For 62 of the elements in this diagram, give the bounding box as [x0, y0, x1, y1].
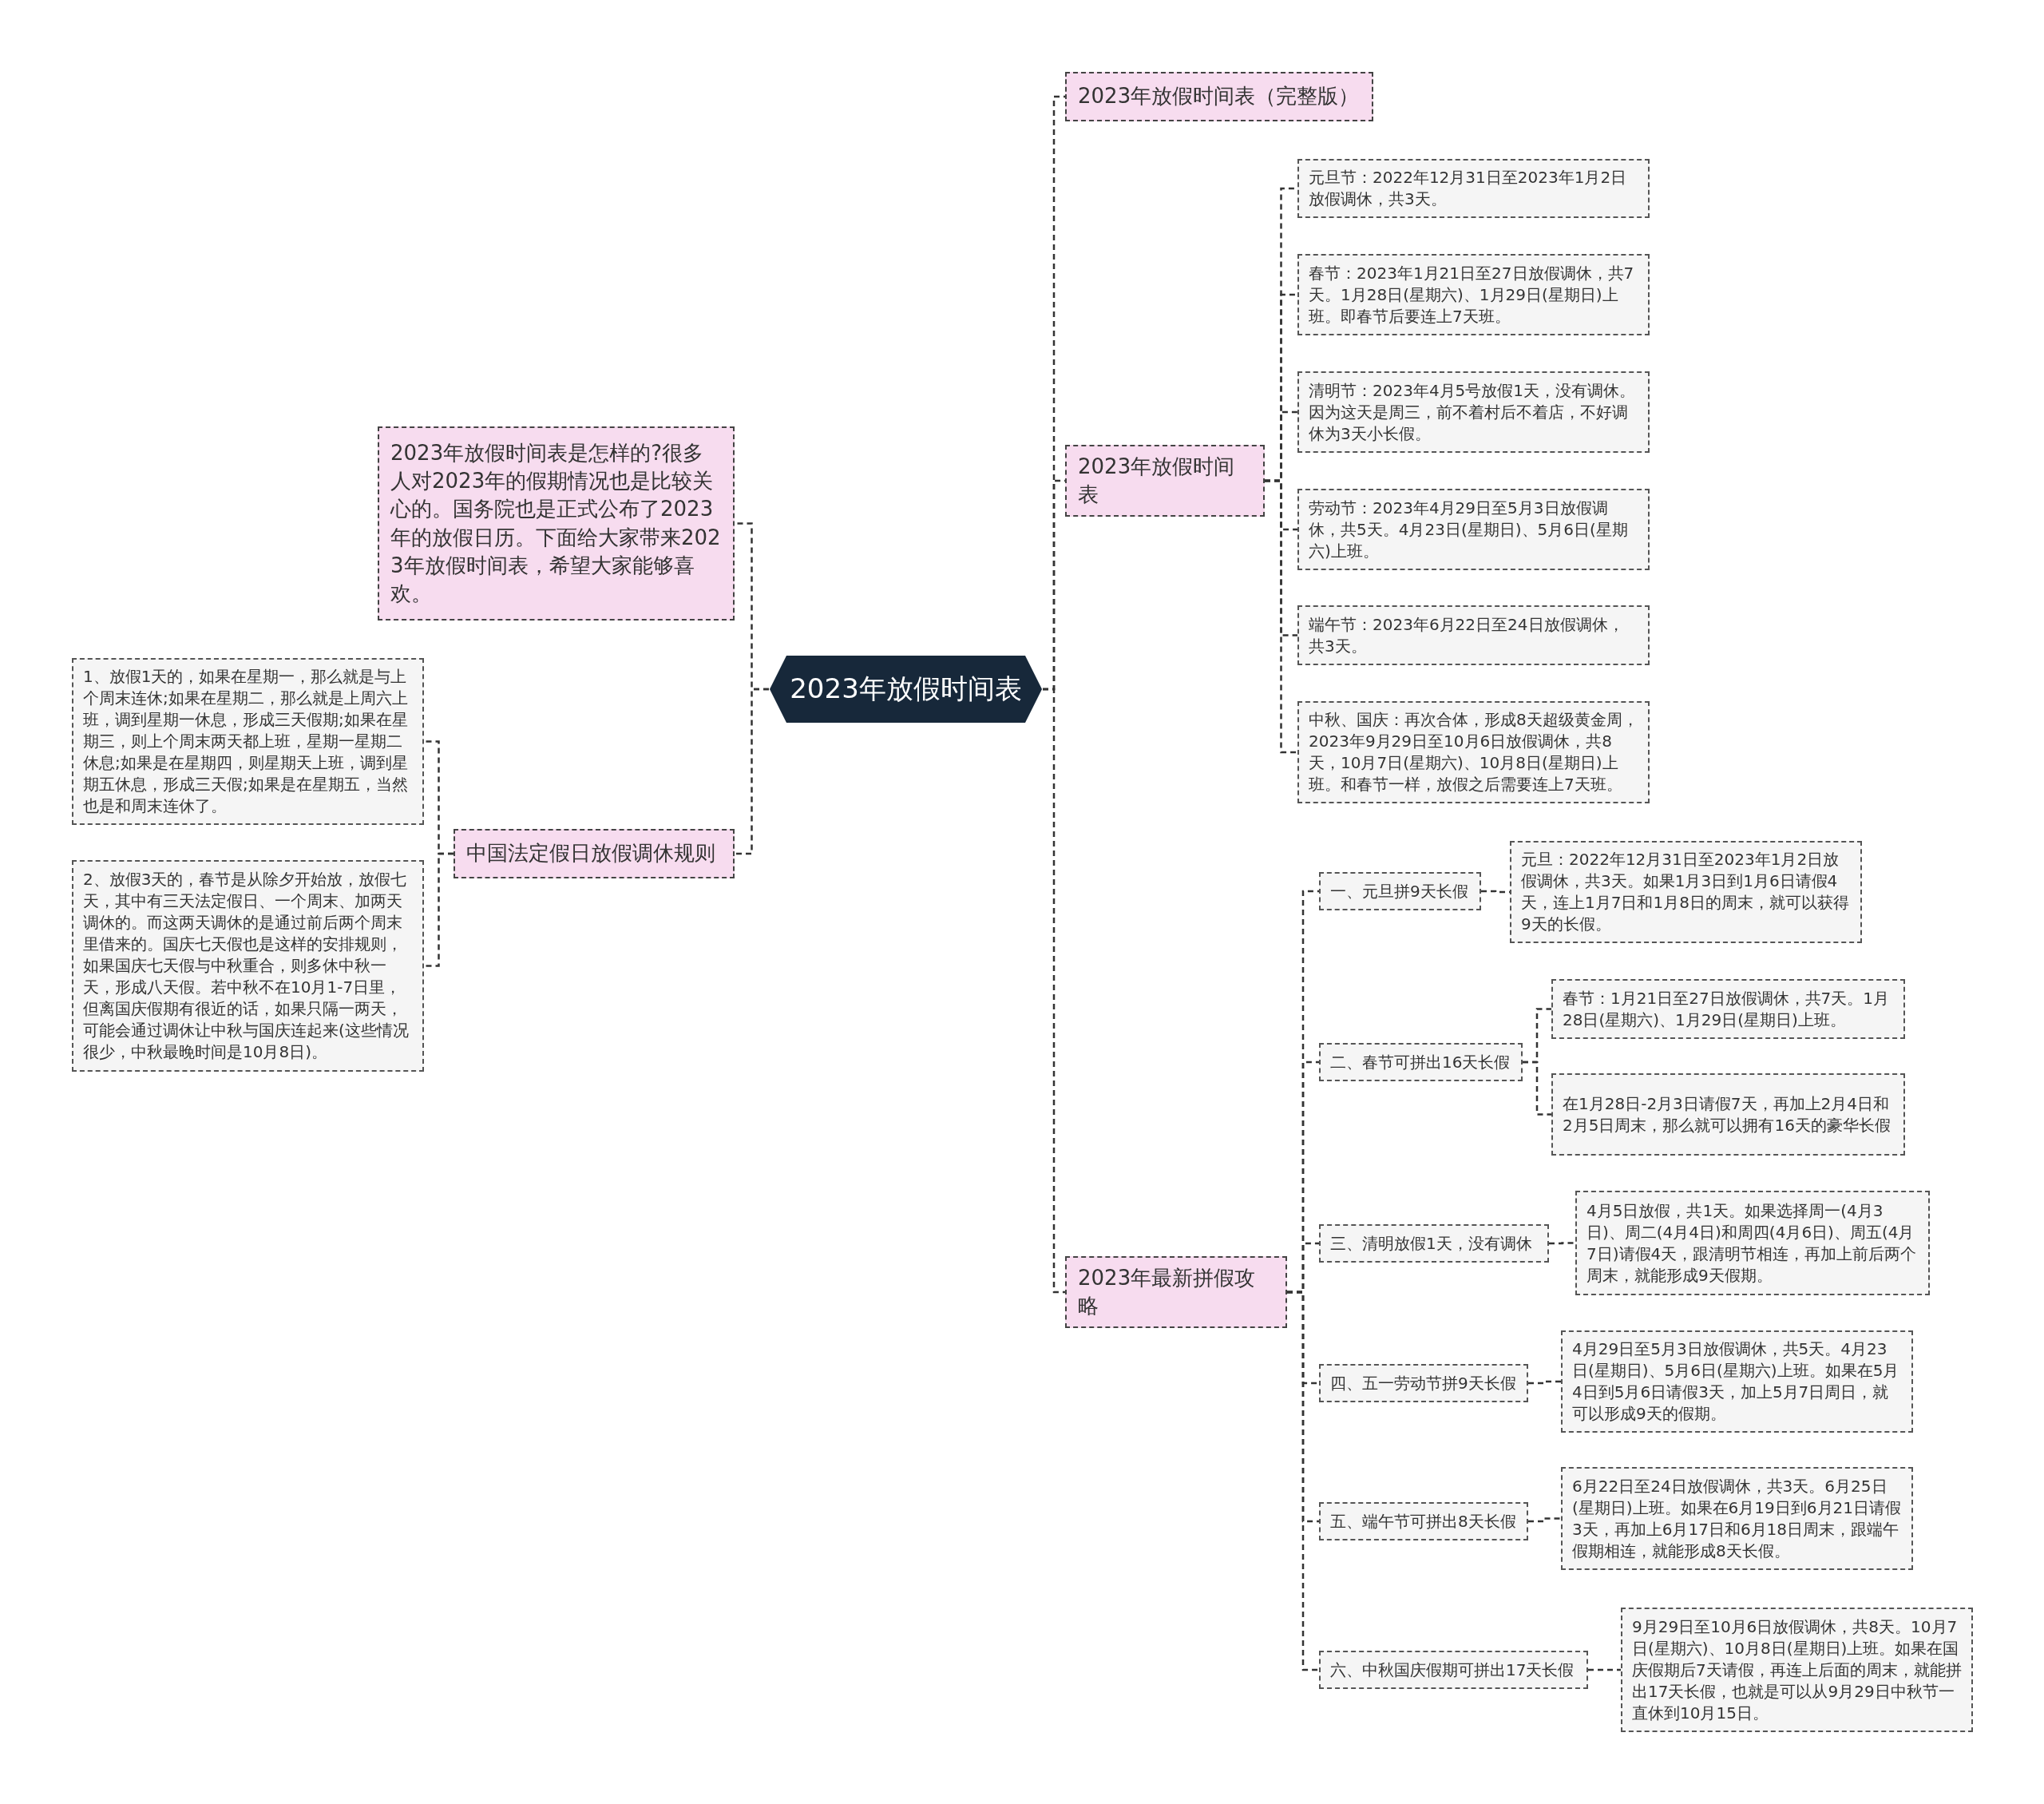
connector-line [1528, 1517, 1561, 1523]
note-text: 六、中秋国庆假期可拼出17天长假 [1330, 1659, 1575, 1681]
note-box [1319, 1502, 1528, 1540]
topic-text: 2023年放假时间表（完整版） [1078, 83, 1360, 110]
note-text: 端午节：2023年6月22日至24日放假调休，共3天。 [1309, 613, 1625, 657]
central-topic-text: 2023年放假时间表 [790, 672, 1022, 707]
note-text: 4月29日至5月3日放假调休，共5天。4月23日(星期日)、5月6日(星期六)上班。如果在5月4日到5月6日请假3天，加上5月7日周日，就可以形成9天的假期。 [1572, 1338, 1900, 1425]
note-box [1510, 841, 1862, 943]
note-text: 一、元旦拼9天长假 [1330, 880, 1468, 902]
topic-box [1065, 72, 1373, 121]
connector-line [1287, 1291, 1319, 1671]
note-text: 4月5日放假，共1天。如果选择周一(4月3日)、周二(4月4日)和周四(4月6日)、周五(4月7日)请假4天，跟清明节相连，再加上前后两个周末，就能形成9天假期。 [1586, 1199, 1918, 1287]
topic-box [378, 426, 735, 620]
connector-line [1043, 688, 1065, 1294]
note-box [1319, 1651, 1588, 1689]
note-box [1297, 489, 1650, 570]
topic-box [454, 829, 735, 878]
connector-line [1549, 1242, 1575, 1245]
connector-line [1523, 1061, 1551, 1116]
note-box [1319, 872, 1481, 910]
note-box [1297, 605, 1650, 665]
note-box [1297, 159, 1650, 218]
topic-text: 中国法定假日放假调休规则 [466, 840, 715, 867]
note-box [1319, 1043, 1523, 1081]
note-box [1319, 1364, 1528, 1402]
topic-text: 2023年放假时间表是怎样的?很多人对2023年的假期情况也是比较关心的。国务院也是正式公布了2023年的放假日历。下面给大家带来2023年放假时间表，希望大家能够喜欢。 [390, 440, 722, 607]
note-text: 2、放假3天的，春节是从除夕开始放，放假七天，其中有三天法定假日、一个周末、加两天调休的。而这两天调休的是通过前后两个周末里借来的。国庆七天假也是这样的安排规则，如果国庆七天假与中秋重合，则多休中秋一天，形成八天假。若中秋不在10月1-7日里，但离国庆假期有很近的话，如果只隔一两天，可能会通过调休让中秋与国庆连起来(这些情况很少，中秋最晚时间是10月8日)。 [83, 869, 410, 1063]
note-box [1297, 254, 1650, 335]
connector-line [1265, 479, 1297, 754]
topic-box [1065, 445, 1265, 517]
connector-line [1528, 1380, 1561, 1385]
note-text: 中秋、国庆：再次合体，形成8天超级黄金周，2023年9月29日至10月6日放假调休，共8天，10月7日(星期六)、10月8日(星期日)上班。和春节一样，放假之后需要连上7天班。 [1309, 709, 1638, 795]
note-text: 春节：2023年1月21日至27日放假调休，共7天。1月28日(星期六)、1月29日(星期日)上班。即春节后要连上7天班。 [1309, 262, 1635, 327]
note-text: 在1月28日-2月3日请假7天，再加上2月4日和2月5日周末，那么就可以拥有16天的豪华长假 [1563, 1092, 1891, 1136]
note-box [1551, 979, 1905, 1039]
note-text: 元旦：2022年12月31日至2023年1月2日放假调休，共3天。如果1月3日到1月6日请假4天，连上1月7日和1月8日的周末，就可以获得9天的长假。 [1521, 849, 1850, 935]
connector-line [735, 688, 769, 855]
note-text: 清明节：2023年4月5号放假1天，没有调休。因为这天是周三，前不着村后不着店，不好调休为3天小长假。 [1309, 379, 1637, 445]
note-text: 劳动节：2023年4月29日至5月3日放假调休，共5天。4月23日(星期日)、5月6日(星期六)上班。 [1309, 497, 1629, 562]
note-box [1561, 1330, 1913, 1433]
note-box [1561, 1467, 1913, 1570]
connector-line [424, 852, 454, 967]
note-text: 9月29日至10月6日放假调休，共8天。10月7日(星期六)、10月8日(星期日)上班。如果在国庆假期后7天请假，再连上后面的周末，就能拼出17天长假，也就是可以从9月29日中秋节一直休到10月15日。 [1632, 1616, 1962, 1724]
note-box [1551, 1073, 1905, 1156]
note-box [1319, 1224, 1549, 1263]
note-box [1297, 701, 1650, 803]
note-box [1297, 371, 1650, 453]
note-box [1575, 1191, 1930, 1295]
topic-text: 2023年最新拼假攻略 [1078, 1265, 1257, 1320]
note-text: 6月22日至24日放假调休，共3天。6月25日(星期日)上班。如果在6月19日到6月21日请假3天，再加上6月17日和6月18日周末，跟端午假期相连，就能形成8天长假。 [1572, 1475, 1902, 1562]
note-text: 二、春节可拼出16天长假 [1330, 1051, 1511, 1073]
note-text: 春节：1月21日至27日放假调休，共7天。1月28日(星期六)、1月29日(星期日)上班。 [1563, 987, 1891, 1031]
note-text: 元旦节：2022年12月31日至2023年1月2日放假调休，共3天。 [1309, 167, 1628, 210]
note-text: 三、清明放假1天，没有调休 [1330, 1232, 1532, 1255]
note-box [72, 658, 424, 825]
topic-box [1065, 1256, 1287, 1329]
note-text: 五、端午节可拼出8天长假 [1330, 1510, 1516, 1532]
note-box [1621, 1608, 1973, 1732]
topic-text: 2023年放假时间表 [1078, 454, 1236, 509]
note-text: 四、五一劳动节拼9天长假 [1330, 1372, 1516, 1394]
connector-line [1588, 1668, 1621, 1671]
note-text: 1、放假1天的，如果在星期一，那么就是与上个周末连休;如果在星期二，那么就是上周六上班，调到星期一休息，形成三天假期;如果在星期三，则上个周末两天都上班，星期一星期二休息;如果是在星期四，则星期天上班，调到星期五休息，形成三天假;如果是在星期五，当然也是和周末连休了。 [83, 666, 409, 817]
